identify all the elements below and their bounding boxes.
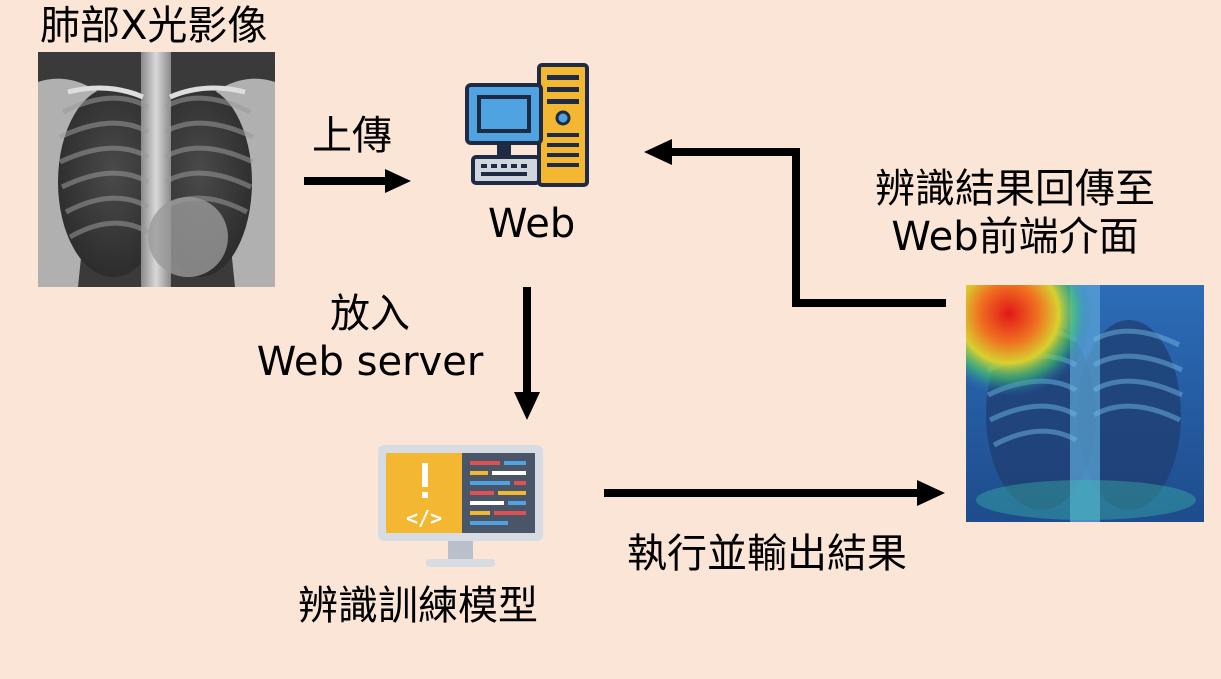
heatmap-xray-image	[966, 285, 1204, 522]
put-into-label: 放入 Web server	[248, 290, 492, 386]
xray-title: 肺部X光影像	[40, 3, 268, 49]
svg-text:</>: </>	[406, 506, 442, 530]
desktop-computer-icon	[465, 63, 590, 188]
put-into-line-1: 放入	[330, 291, 410, 337]
arrow-execute	[604, 480, 945, 506]
web-label: Web	[488, 201, 576, 247]
model-label: 辨識訓練模型	[298, 583, 538, 629]
execute-label: 執行並輸出結果	[627, 531, 907, 577]
return-line-1: 辨識結果回傳至	[875, 166, 1155, 212]
return-line-2: Web前端介面	[891, 214, 1139, 260]
arrow-upload	[304, 169, 411, 193]
return-label: 辨識結果回傳至 Web前端介面	[850, 165, 1180, 261]
upload-label: 上傳	[312, 113, 392, 159]
chest-xray-image	[38, 52, 275, 287]
arrow-to-server	[514, 287, 540, 420]
arrow-return	[644, 139, 946, 307]
code-monitor-icon: </>	[378, 445, 543, 573]
put-into-line-2: Web server	[256, 339, 484, 385]
